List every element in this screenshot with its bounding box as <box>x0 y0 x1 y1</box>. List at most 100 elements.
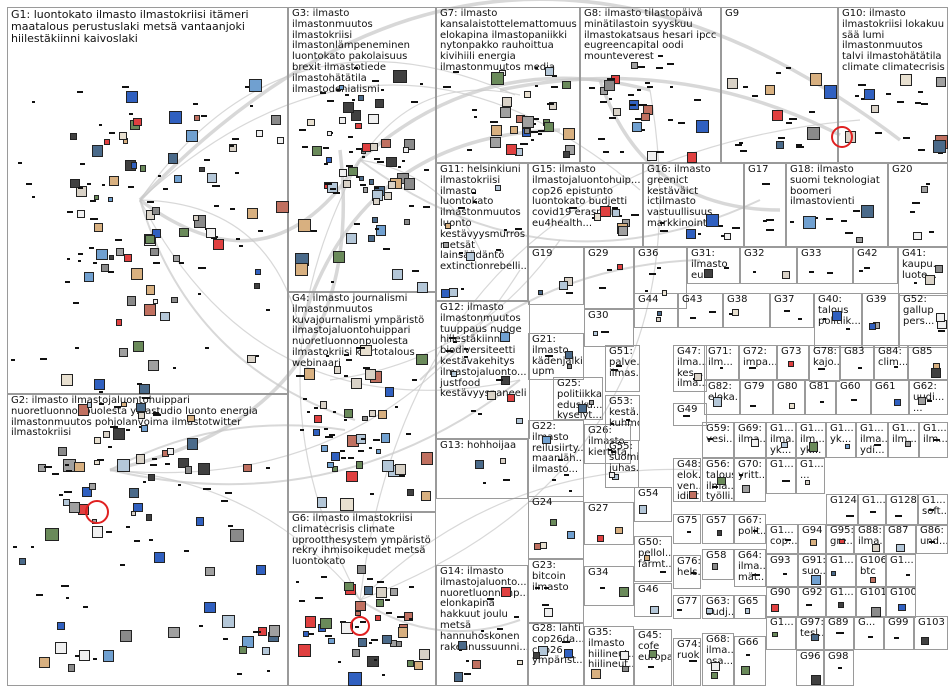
graph-node[interactable] <box>611 208 621 218</box>
graph-node[interactable] <box>381 634 392 645</box>
graph-node[interactable] <box>355 461 364 469</box>
graph-node[interactable] <box>543 607 553 618</box>
graph-node[interactable] <box>141 424 148 432</box>
graph-node[interactable] <box>920 637 930 646</box>
graph-node[interactable] <box>77 209 86 218</box>
graph-node[interactable] <box>212 239 224 251</box>
graph-node[interactable] <box>54 641 68 655</box>
graph-node[interactable] <box>655 316 662 322</box>
graph-node[interactable] <box>395 464 407 476</box>
graph-node[interactable] <box>788 402 795 409</box>
graph-node[interactable] <box>567 363 573 369</box>
graph-node[interactable] <box>900 74 913 87</box>
graph-node[interactable] <box>77 404 90 417</box>
graph-node[interactable] <box>499 457 507 464</box>
graph-node[interactable] <box>521 115 534 128</box>
graph-node[interactable] <box>617 263 624 270</box>
graph-node[interactable] <box>375 598 385 608</box>
graph-node[interactable] <box>152 229 162 239</box>
graph-node[interactable] <box>347 672 362 686</box>
graph-node[interactable] <box>771 109 783 121</box>
graph-node[interactable] <box>18 558 27 566</box>
graph-node[interactable] <box>386 156 397 168</box>
graph-node[interactable] <box>374 98 384 108</box>
graph-node[interactable] <box>772 631 778 638</box>
graph-node[interactable] <box>154 552 165 563</box>
graph-node[interactable] <box>407 489 414 496</box>
graph-node[interactable] <box>516 417 524 425</box>
graph-node[interactable] <box>91 144 104 157</box>
graph-node[interactable] <box>377 409 387 419</box>
graph-node[interactable] <box>102 431 110 439</box>
graph-node[interactable] <box>179 228 189 238</box>
graph-node[interactable] <box>832 311 843 322</box>
graph-node[interactable] <box>713 397 723 407</box>
graph-node[interactable] <box>391 268 403 280</box>
graph-node[interactable] <box>380 433 391 443</box>
graph-node[interactable] <box>374 614 381 622</box>
graph-node[interactable] <box>693 373 702 381</box>
graph-node[interactable] <box>921 185 928 193</box>
graph-node[interactable] <box>166 448 174 456</box>
graph-node[interactable] <box>205 567 215 577</box>
graph-node[interactable] <box>61 374 73 386</box>
graph-node[interactable] <box>619 587 630 598</box>
graph-node[interactable] <box>809 538 817 546</box>
graph-node[interactable] <box>744 607 751 614</box>
graph-node[interactable] <box>338 117 347 125</box>
graph-node[interactable] <box>195 517 205 526</box>
graph-node[interactable] <box>94 223 103 232</box>
graph-node[interactable] <box>631 121 642 132</box>
graph-node[interactable] <box>517 659 523 666</box>
graph-node[interactable] <box>107 196 113 202</box>
graph-node[interactable] <box>304 616 317 628</box>
graph-node[interactable] <box>716 530 723 537</box>
graph-node[interactable] <box>303 368 316 380</box>
graph-node[interactable] <box>131 162 138 169</box>
graph-node[interactable] <box>860 204 874 218</box>
graph-node[interactable] <box>171 296 178 303</box>
graph-node[interactable] <box>69 502 80 513</box>
graph-node[interactable] <box>320 617 332 630</box>
graph-node[interactable] <box>127 296 137 306</box>
graph-node[interactable] <box>328 637 335 645</box>
graph-node[interactable] <box>403 219 410 226</box>
graph-node[interactable] <box>298 218 311 232</box>
graph-node[interactable] <box>537 290 544 296</box>
graph-node[interactable] <box>271 115 282 126</box>
graph-node[interactable] <box>321 445 328 452</box>
graph-node[interactable] <box>253 282 261 290</box>
graph-node[interactable] <box>368 234 375 242</box>
graph-node[interactable] <box>871 543 880 552</box>
graph-node[interactable] <box>167 152 179 164</box>
graph-node[interactable] <box>364 369 376 381</box>
graph-node[interactable] <box>91 525 104 538</box>
graph-node[interactable] <box>373 197 380 205</box>
graph-node[interactable] <box>350 377 363 389</box>
graph-node[interactable] <box>562 127 576 141</box>
graph-node[interactable] <box>839 538 845 544</box>
graph-node[interactable] <box>641 112 650 122</box>
graph-node[interactable] <box>804 480 810 486</box>
graph-node[interactable] <box>688 490 697 500</box>
graph-node[interactable] <box>407 659 415 667</box>
graph-node[interactable] <box>83 271 94 282</box>
graph-node[interactable] <box>703 268 714 279</box>
graph-node[interactable] <box>500 586 511 597</box>
graph-node[interactable] <box>333 251 346 263</box>
graph-node[interactable] <box>588 400 594 406</box>
graph-node[interactable] <box>806 126 820 140</box>
graph-node[interactable] <box>135 402 146 413</box>
graph-node[interactable] <box>620 651 629 660</box>
graph-node[interactable] <box>199 166 205 173</box>
graph-node[interactable] <box>131 268 143 280</box>
graph-node[interactable] <box>152 298 159 305</box>
graph-node[interactable] <box>339 168 348 177</box>
graph-node[interactable] <box>57 446 67 456</box>
graph-node[interactable] <box>487 391 497 401</box>
graph-node[interactable] <box>355 611 361 617</box>
graph-node[interactable] <box>896 543 905 553</box>
graph-node[interactable] <box>453 672 464 682</box>
graph-node[interactable] <box>206 227 217 238</box>
graph-node[interactable] <box>450 370 458 377</box>
